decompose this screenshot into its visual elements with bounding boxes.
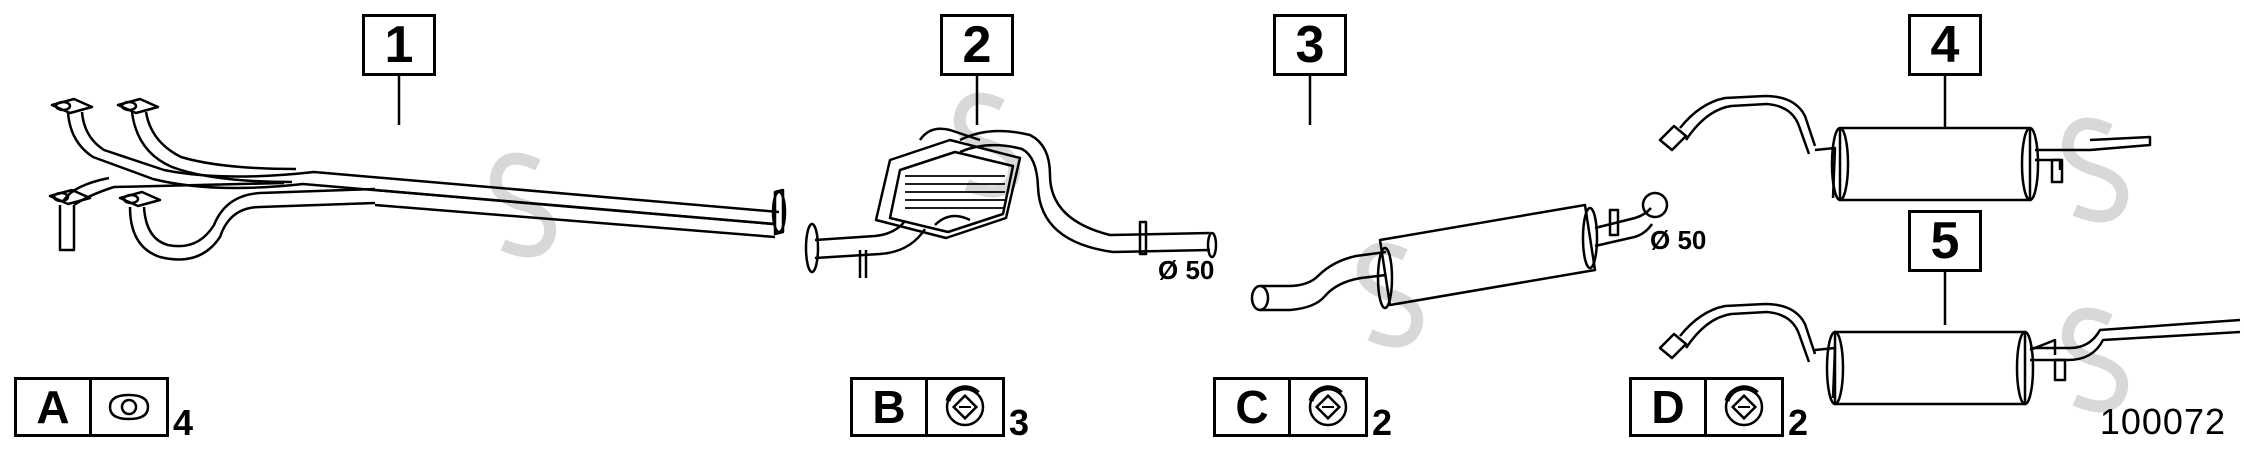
legend-letter: C: [1216, 380, 1291, 434]
diameter-label: Ø 50: [1650, 225, 1707, 255]
legend-letter: A: [17, 380, 92, 434]
clamp-ring-icon: [928, 380, 1002, 434]
part-3-center-silencer: [1250, 191, 1669, 312]
clamp-ring-icon: [1707, 380, 1781, 434]
clamp-ring-icon: [1291, 380, 1365, 434]
watermark-group: [489, 92, 2129, 413]
watermark-s: [2061, 307, 2129, 413]
watermark-s: [489, 152, 557, 258]
part-5-rear-silencer: [1658, 302, 2241, 406]
part-2-catalytic-converter: [804, 127, 1218, 278]
legend-quantity: 2: [1788, 402, 1809, 443]
callout-2: 2: [940, 14, 1014, 76]
watermark-s: [2061, 117, 2129, 223]
legend-item-b: B 3: [850, 377, 1029, 441]
reference-number: 100072: [2099, 401, 2226, 442]
callout-3: 3: [1273, 14, 1347, 76]
legend-item-c: C 2: [1213, 377, 1392, 441]
callout-4: 4: [1908, 14, 1982, 76]
diameter-label: Ø 50: [1158, 255, 1215, 285]
legend-quantity: 2: [1372, 402, 1393, 443]
callout-1: 1: [362, 14, 436, 76]
legend-item-a: A 4: [14, 377, 193, 441]
legend-item-d: D 2: [1629, 377, 1808, 441]
part-4-rear-silencer: [1658, 94, 2152, 202]
part-1-front-pipe: [48, 97, 787, 261]
legend-letter: B: [853, 380, 928, 434]
legend-quantity: 4: [173, 402, 194, 443]
callout-5: 5: [1908, 210, 1982, 272]
gasket-icon: [92, 380, 166, 434]
legend-letter: D: [1632, 380, 1707, 434]
legend-quantity: 3: [1009, 402, 1030, 443]
